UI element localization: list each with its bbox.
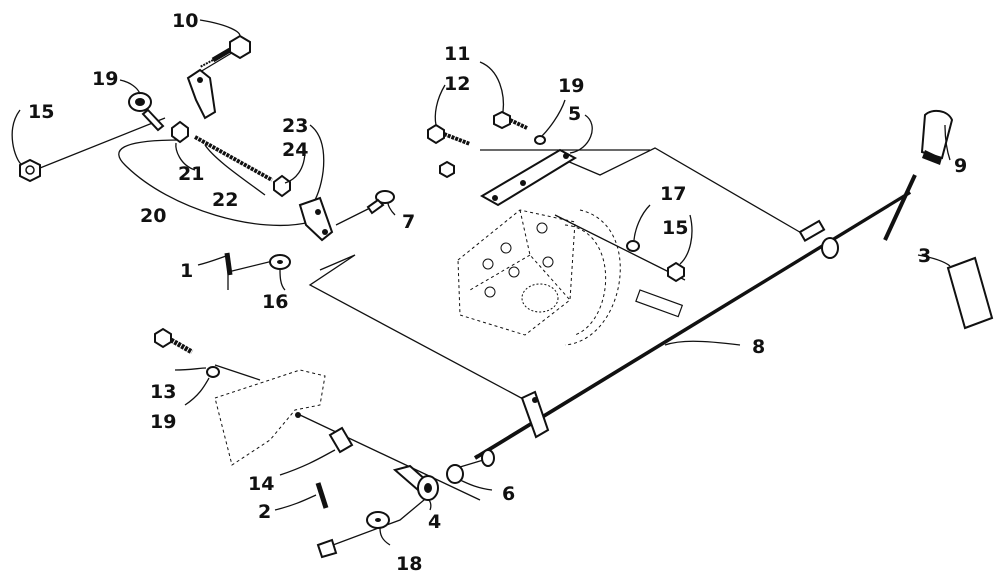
bolt-part-10 [199, 34, 251, 68]
callout-24: 23 [282, 115, 308, 137]
nut-part-15-right [667, 261, 685, 283]
mounting-bracket [214, 369, 326, 466]
callout-19-top: 19 [558, 75, 584, 97]
arm-part-24 [298, 196, 334, 242]
nut-part-small [439, 160, 455, 179]
cotter-pin-part-2 [315, 482, 329, 509]
bolt-part-13 [154, 327, 194, 355]
washer-part-16 [269, 254, 291, 270]
washer-part-17 [626, 240, 640, 252]
callout-labels: 10 19 15 21 22 20 23 24 7 1 16 11 12 19 … [28, 10, 967, 575]
callout-21: 19 [92, 68, 118, 90]
washer-part-19-top [534, 135, 546, 145]
pin-part-7 [366, 190, 395, 215]
nut-part-25 [273, 174, 291, 198]
cotter-pin-part-1 [224, 252, 233, 276]
callout-5: 5 [568, 103, 581, 125]
washer-part-18 [366, 511, 390, 529]
assembly-lines [29, 47, 811, 549]
pin-lower [316, 538, 338, 559]
shift-rod-part-8 [473, 189, 912, 467]
callout-16: 16 [262, 291, 288, 313]
decal-part-3 [946, 256, 994, 330]
rod-end-part-21 [128, 92, 165, 132]
bolt-part-11 [493, 110, 528, 130]
callout-1: 1 [180, 260, 193, 282]
callout-25: 24 [282, 139, 308, 161]
brake-caliper-housing [457, 209, 684, 346]
callout-3: 3 [918, 245, 931, 267]
callout-18: 18 [396, 553, 422, 575]
callout-20: 20 [140, 205, 166, 227]
callout-7: 7 [402, 211, 415, 233]
bushing-part-14 [328, 426, 354, 454]
washer-part-6 [446, 464, 464, 484]
callout-14: 14 [248, 473, 274, 495]
nut-part-22 [171, 120, 189, 144]
callout-17: 17 [660, 183, 686, 205]
callout-8: 8 [752, 336, 765, 358]
rod-end-part-4 [392, 464, 439, 501]
callout-19-lower: 19 [150, 411, 176, 433]
callout-2: 2 [258, 501, 271, 523]
callout-9: 9 [954, 155, 967, 177]
threaded-rod-part-23 [194, 135, 273, 182]
callout-leaders [11, 19, 951, 546]
nut-part-15-left [19, 158, 41, 183]
callout-13: 13 [150, 381, 176, 403]
callout-23: 22 [212, 189, 238, 211]
callout-11: 11 [444, 43, 470, 65]
callout-15-left: 15 [28, 101, 54, 123]
callout-6: 6 [502, 483, 515, 505]
callout-15-right: 15 [662, 217, 688, 239]
callout-4: 4 [428, 511, 441, 533]
washer-part-19-lower [206, 366, 220, 378]
callout-12: 12 [444, 73, 470, 95]
bracket-top [186, 68, 217, 120]
bolt-part-12 [427, 123, 471, 146]
plate-part-5 [479, 148, 578, 207]
callout-10: 10 [172, 10, 198, 32]
handle-part-9 [883, 109, 954, 241]
callout-22: 21 [178, 163, 204, 185]
